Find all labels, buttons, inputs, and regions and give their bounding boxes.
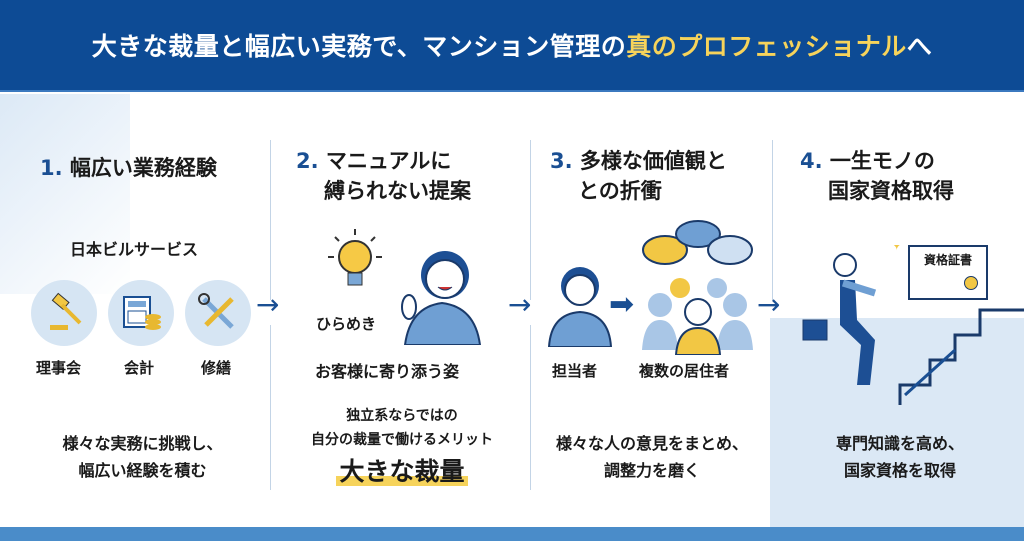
divider xyxy=(772,140,773,300)
arrow-right-icon: → xyxy=(508,288,532,321)
step4-panel xyxy=(770,318,1024,527)
person-label: 担当者 xyxy=(552,362,598,380)
background-decoration xyxy=(0,94,130,294)
step2-description: 独立系ならではの自分の裁量で働けるメリット xyxy=(311,408,493,448)
icon-label: 会計 xyxy=(124,359,155,377)
arrow-right-icon: → xyxy=(757,288,781,321)
lightbulb-icon xyxy=(328,229,382,286)
climbing-stairs-icon: ✦ xyxy=(802,245,1024,405)
bottom-band xyxy=(0,527,1024,541)
woman-smiling-icon xyxy=(401,251,482,345)
step2-title: 2. マニュアルに縛られない提案 xyxy=(296,149,471,203)
header-banner: 大きな裁量と幅広い実務で、マンション管理の真のプロフェッショナルへ xyxy=(0,0,1024,92)
step1-title: 1. 幅広い業務経験 xyxy=(40,156,217,180)
step3-title: 3. 多様な価値観ととの折衝 xyxy=(550,149,727,203)
group-label: 複数の居住者 xyxy=(639,362,730,380)
company-name: 日本ビルサービス xyxy=(70,240,199,259)
icon-label: 修繕 xyxy=(201,359,232,377)
step3-description: 様々な人の意見をまとめ、調整力を磨く xyxy=(555,434,748,480)
divider xyxy=(530,140,531,300)
page-title: 大きな裁量と幅広い実務で、マンション管理の真のプロフェッショナルへ xyxy=(91,32,933,61)
arrow-right-icon: → xyxy=(256,288,280,321)
step1-description: 様々な実務に挑戦し、幅広い経験を積む xyxy=(62,434,223,480)
residents-group-icon xyxy=(642,220,753,355)
highlight-text: 大きな裁量 xyxy=(282,452,522,488)
icon-label: 理事会 xyxy=(36,359,82,377)
gavel-icon xyxy=(31,280,97,346)
divider xyxy=(530,325,531,490)
calculator-coins-icon xyxy=(108,280,174,346)
svg-text:✦: ✦ xyxy=(890,245,903,254)
step4-description: 専門知識を高め、国家資格を取得 xyxy=(835,434,964,480)
wrench-screwdriver-icon xyxy=(185,280,251,346)
staff-person-icon xyxy=(547,267,613,347)
certificate-icon: 資格証書 xyxy=(908,245,988,300)
divider xyxy=(270,140,271,300)
bulb-label: ひらめき xyxy=(316,315,377,333)
step4-title: 4. 一生モノの国家資格取得 xyxy=(800,149,954,203)
step2-caption: お客様に寄り添う姿 xyxy=(315,362,460,381)
arrow-right-bold-icon: ➡ xyxy=(609,287,635,322)
divider xyxy=(270,325,271,490)
